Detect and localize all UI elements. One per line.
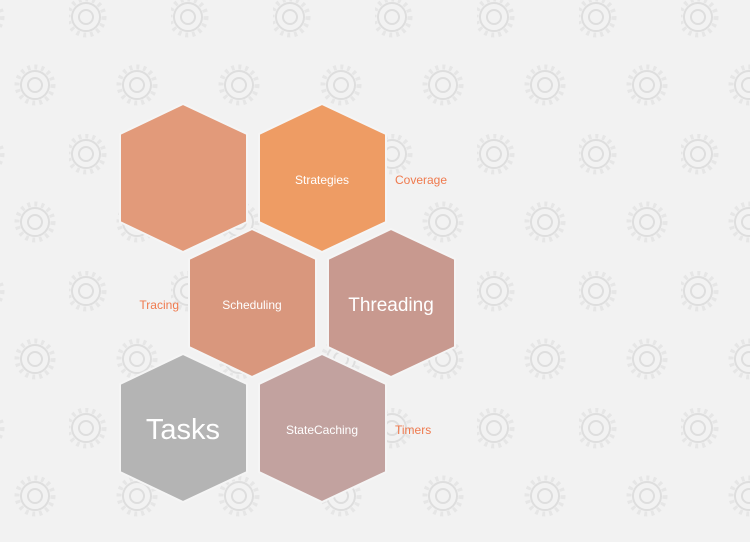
hex-scheduling-shape [188,227,317,379]
hex-tasks-label: Tasks [146,414,220,446]
hex-strategies-shape [258,102,387,254]
tracing-label: Tracing [139,298,179,312]
hex-threading-label: Threading [348,295,434,316]
hex-threading-shape [327,227,456,379]
coverage-label: Coverage [395,173,447,187]
hex-strategies-label: Strategies [295,173,349,187]
timers-label: Timers [395,423,431,437]
hex-statecaching-label: StateCaching [286,423,358,437]
hex-statecaching-shape [258,352,387,504]
hex-1-shape [119,102,248,254]
hex-tasks-shape [119,352,248,504]
hex-scheduling-label: Scheduling [222,298,281,312]
